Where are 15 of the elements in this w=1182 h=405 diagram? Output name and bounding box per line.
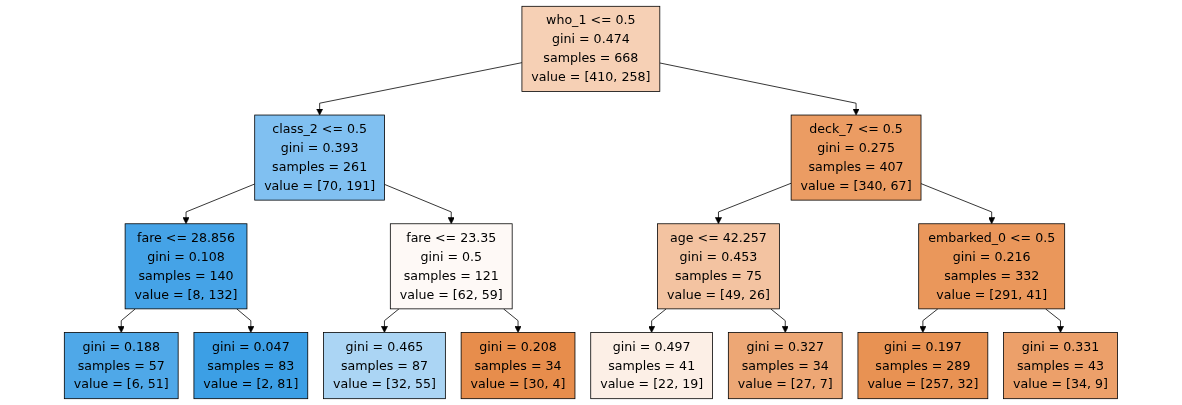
node-box: class_2 <= 0.5 gini = 0.393 samples = 261 value = [70, 191] [254, 114, 386, 201]
node-box: gini = 0.497 samples = 41 value = [22, 19] [590, 332, 714, 400]
node-box: who_1 <= 0.5 gini = 0.474 samples = 668 value = [410, 258] [521, 5, 661, 92]
node-box: age <= 42.257 gini = 0.453 samples = 75 value = [49, 26] [657, 223, 780, 310]
node-box: fare <= 23.35 gini = 0.5 samples = 121 value = [62, 59] [390, 223, 513, 310]
node-box: gini = 0.047 samples = 83 value = [2, 81] [193, 332, 309, 400]
node-box: gini = 0.465 samples = 87 value = [32, 55] [323, 332, 446, 400]
node-box: fare <= 28.856 gini = 0.108 samples = 140 value = [8, 132] [124, 223, 248, 310]
node-box: gini = 0.327 samples = 34 value = [27, 7] [728, 332, 843, 400]
node-box: gini = 0.197 samples = 289 value = [257, 32] [857, 332, 989, 400]
node-box: gini = 0.188 samples = 57 value = [6, 51] [64, 332, 179, 400]
node-box: gini = 0.331 samples = 43 value = [34, 9] [1003, 332, 1118, 400]
node-box: gini = 0.208 samples = 34 value = [30, 4] [460, 332, 576, 400]
node-box: embarked_0 <= 0.5 gini = 0.216 samples = 332 value = [291, 41] [918, 223, 1066, 310]
node-box: deck_7 <= 0.5 gini = 0.275 samples = 407 value = [340, 67] [790, 114, 922, 201]
